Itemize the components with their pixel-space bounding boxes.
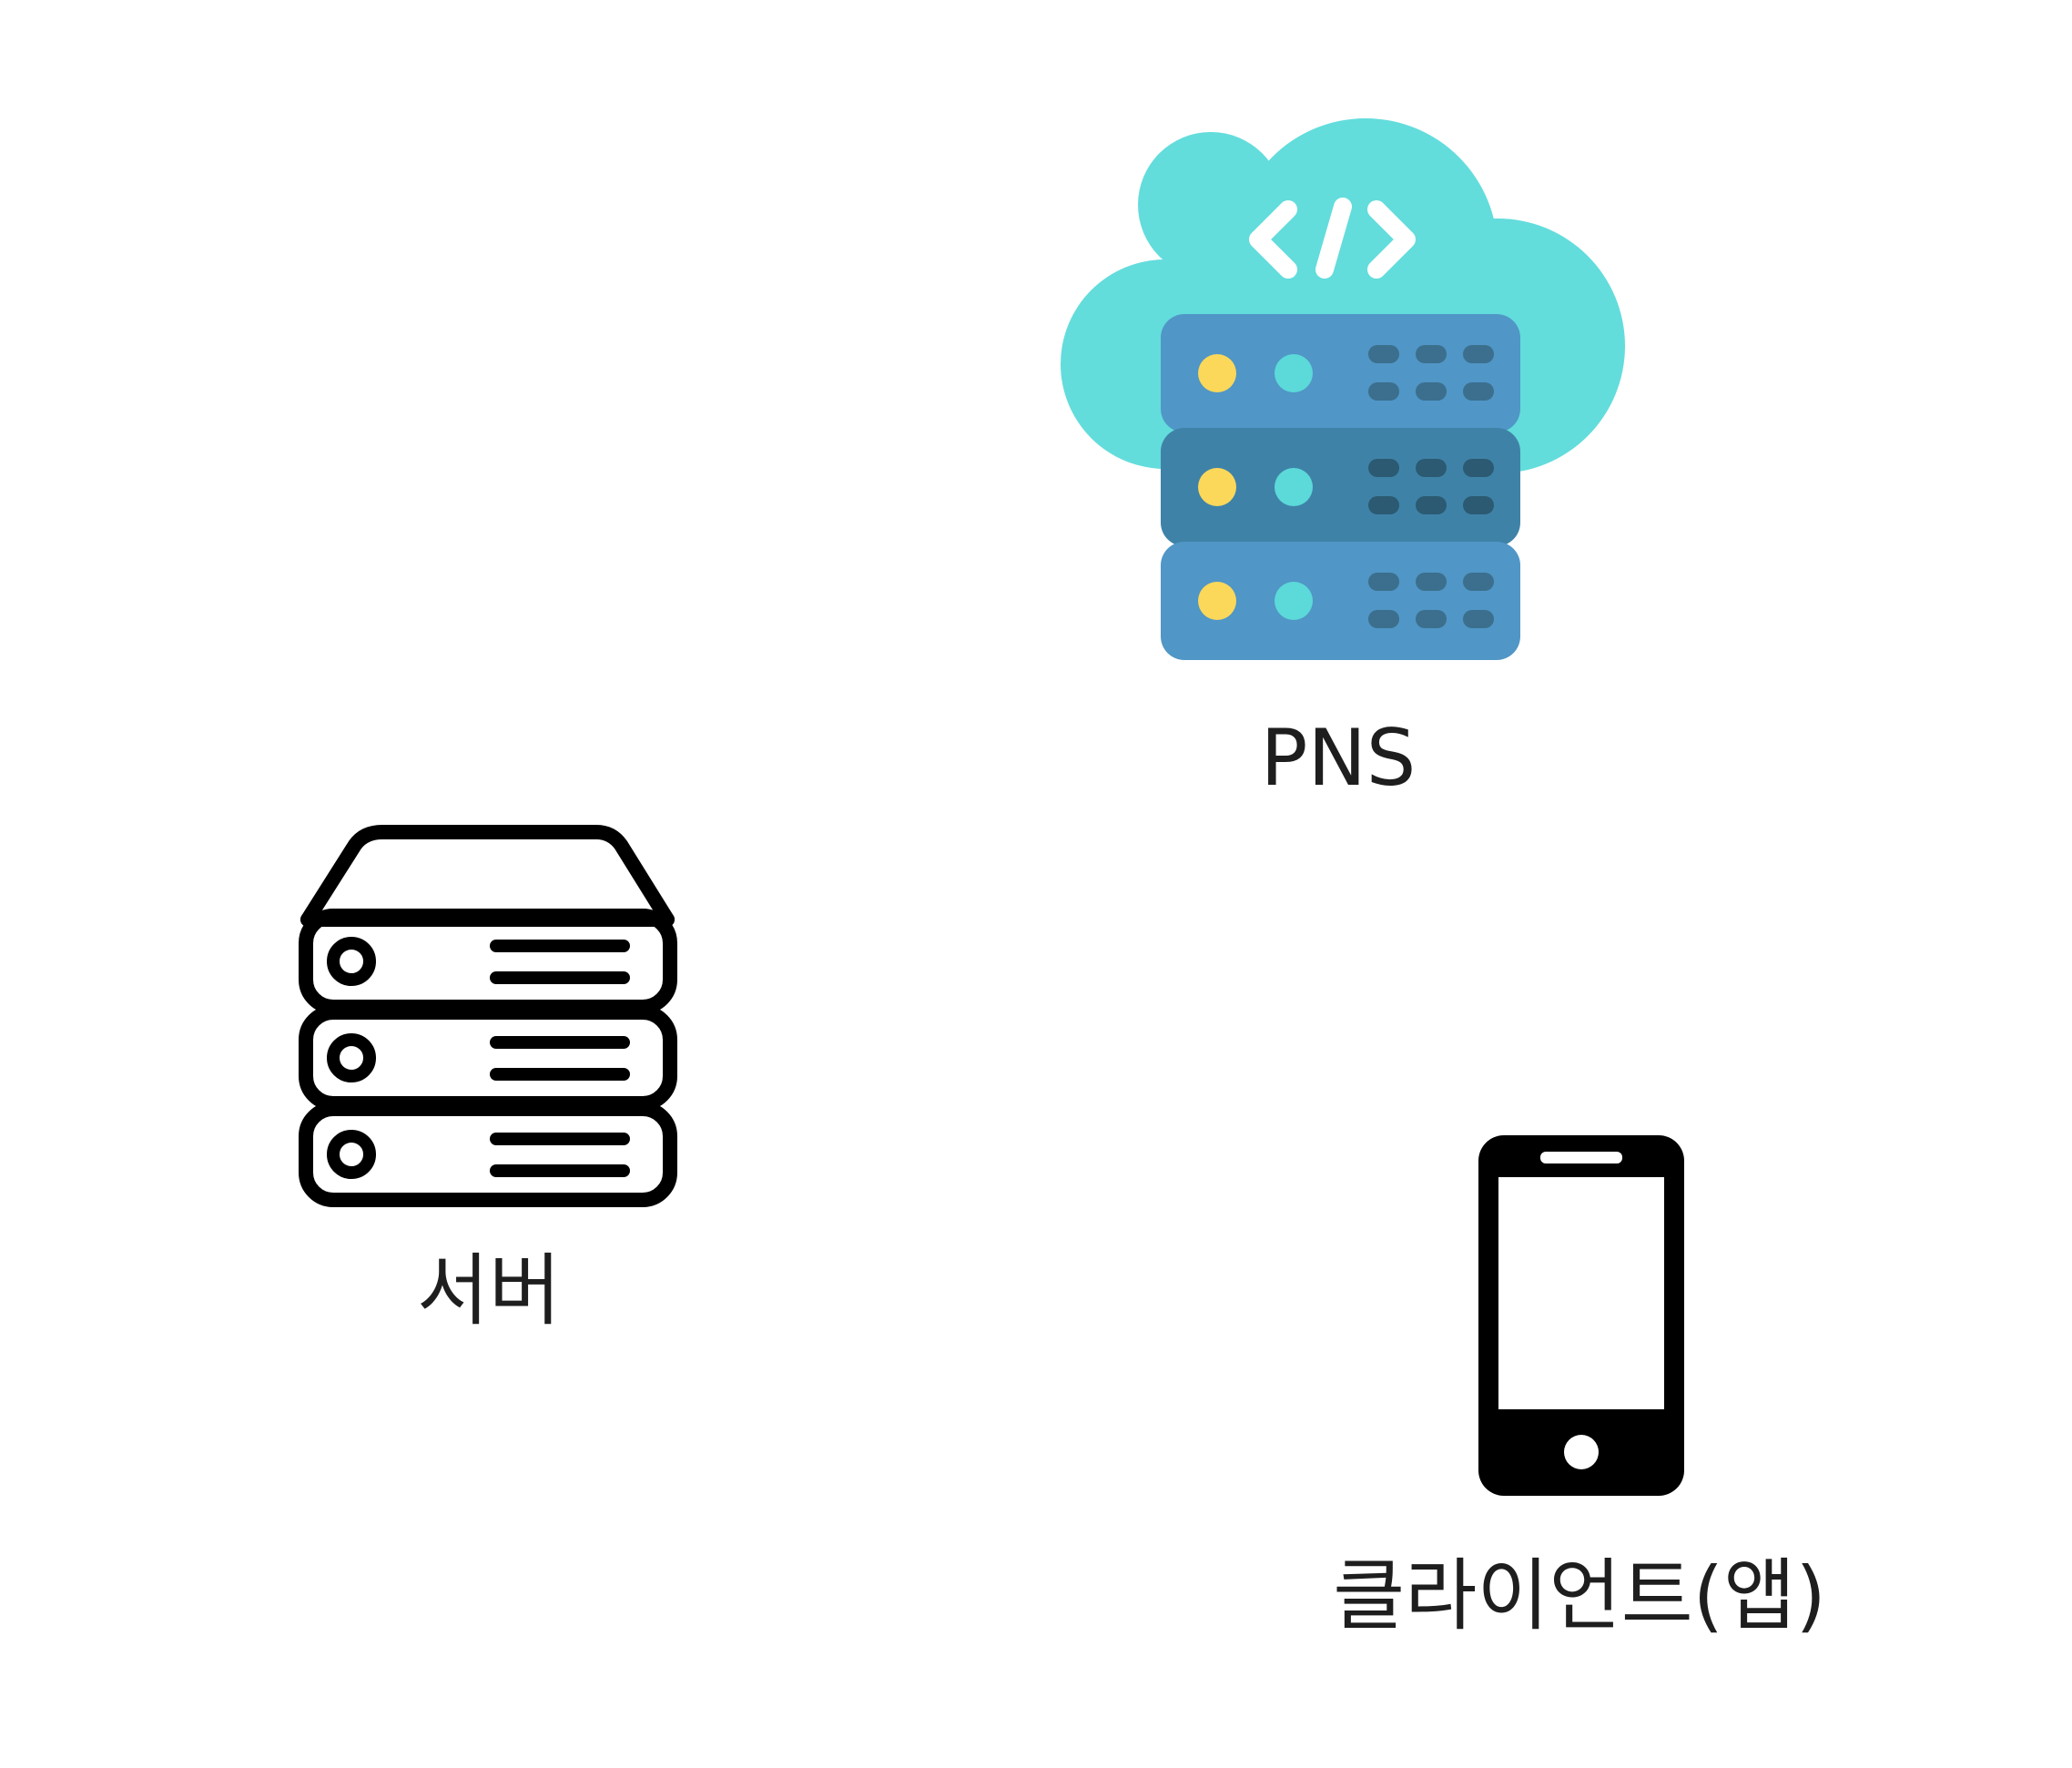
server-stack-icon [291, 819, 692, 1220]
pns-label: PNS [1260, 713, 1417, 804]
cloud-server-icon [1056, 100, 1639, 665]
smartphone-icon [1477, 1133, 1686, 1498]
client-label: 클라이언트(앱) [1333, 1550, 1826, 1641]
server-label: 서버 [416, 1245, 562, 1336]
